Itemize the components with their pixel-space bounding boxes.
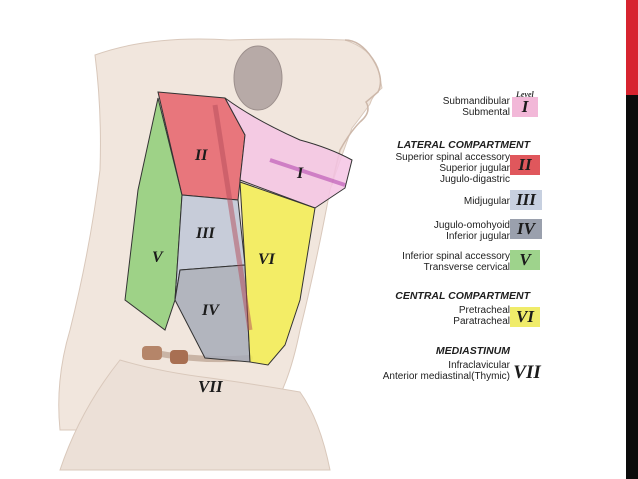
region-level-vi <box>239 181 316 366</box>
legend-level-v-text: Inferior spinal accessory Transverse cer… <box>360 251 510 273</box>
legend-line: Infraclavicular <box>448 360 510 371</box>
swatch-level-iv: IV <box>510 219 542 239</box>
clavicle-head-2 <box>170 350 188 364</box>
map-label-v: V <box>152 249 164 266</box>
legend-line: Inferior jugular <box>446 231 510 242</box>
region-level-i <box>224 97 353 209</box>
heading-mediastinum: MEDIASTINUM <box>435 345 510 357</box>
map-label-i: I <box>296 165 304 182</box>
map-label-vii: VII <box>198 377 224 396</box>
legend-line: Jugulo-omohyoid <box>433 220 510 231</box>
legend-level-ii-text: Superior spinal accessory Superior jugul… <box>350 152 511 185</box>
legend-line: Superior jugular <box>439 163 510 174</box>
swatch-level-vi: VI <box>510 307 540 327</box>
map-label-iii: III <box>195 225 215 242</box>
legend-level-iii-text: Midjugular <box>400 196 510 207</box>
muscle-band-2 <box>269 158 346 187</box>
legend-level-iv-text: Jugulo-omohyoid Inferior jugular <box>380 220 510 242</box>
legend-line: Paratracheal <box>453 316 510 327</box>
clavicle-head-1 <box>142 346 162 360</box>
face-profile <box>331 39 382 186</box>
legend-level-vii-text: Infraclavicular Anterior mediastinal(Thy… <box>350 360 510 382</box>
legend-line: Superior spinal accessory <box>395 152 511 163</box>
legend-line: Transverse cervical <box>423 262 510 273</box>
legend-line: Jugulo-digastric <box>439 174 510 185</box>
legend-line: Pretracheal <box>458 305 510 316</box>
swatch-level-iii: III <box>510 190 542 210</box>
swatch-level-ii: II <box>510 155 540 175</box>
swatch-level-vii: VII <box>513 362 541 383</box>
swatch-level-i: I <box>512 97 538 117</box>
legend-line: Submental <box>462 107 510 118</box>
heading-central: CENTRAL COMPARTMENT <box>395 290 530 302</box>
heading-lateral: LATERAL COMPARTMENT <box>397 139 530 151</box>
muscle-band <box>212 104 253 331</box>
legend-line: Midjugular <box>463 196 510 207</box>
legend-level-i-text: Submandibular Submental <box>400 96 510 118</box>
level-caption: Level <box>516 90 534 99</box>
legend-line: Submandibular <box>442 96 510 107</box>
region-level-iv <box>174 264 251 363</box>
ear <box>233 45 283 111</box>
slide-sidebar-accent <box>626 0 638 95</box>
map-label-ii: II <box>194 147 208 164</box>
map-label-iv: IV <box>201 302 220 319</box>
map-label-vi: VI <box>258 251 276 268</box>
legend-line: Inferior spinal accessory <box>402 251 510 262</box>
legend-level-vi-text: Pretracheal Paratracheal <box>400 305 510 327</box>
shoulder <box>59 359 331 471</box>
legend-line: Anterior mediastinal(Thymic) <box>382 371 510 382</box>
slide-sidebar <box>626 0 638 479</box>
swatch-level-v: V <box>510 250 540 270</box>
